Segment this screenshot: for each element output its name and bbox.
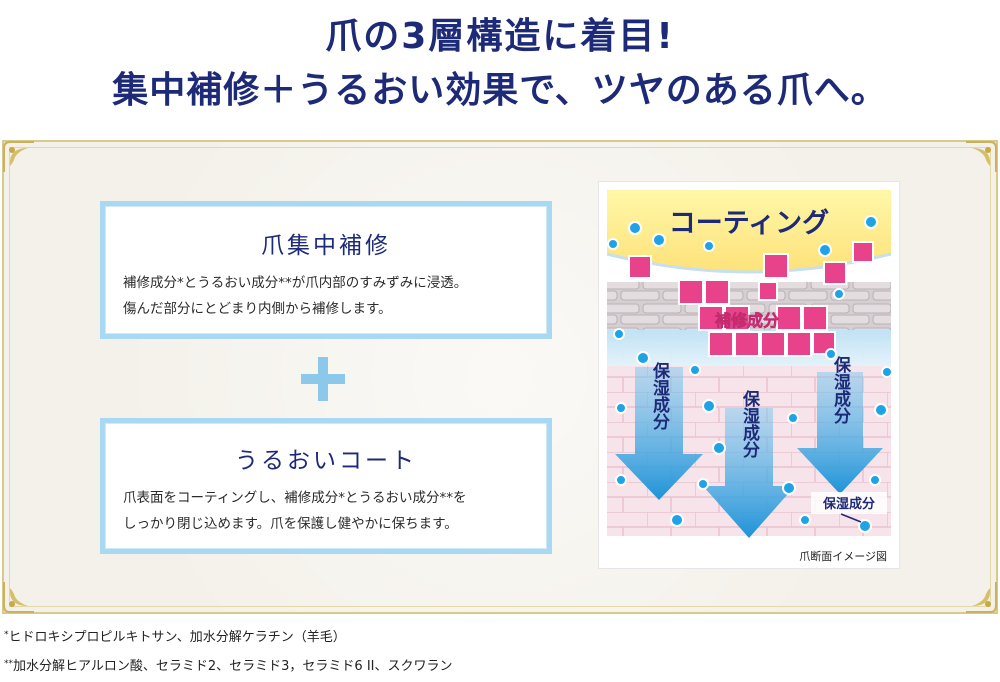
coat-card-body-line: しっかり閉じ込めます。爪を保護し健やかに保ちます。	[123, 516, 458, 532]
coating-label: コーティング	[669, 207, 829, 239]
headline-line-2: 集中補修＋うるおい効果で、ツヤのある爪へ。	[112, 70, 888, 111]
corner-ornament-icon	[964, 140, 998, 174]
footnote-mark: **	[4, 659, 13, 669]
repair-card: 爪集中補修 補修成分*とうるおい成分**が爪内部のすみずみに浸透。 傷んだ部分に…	[100, 201, 552, 339]
arrow-center	[703, 408, 795, 538]
repair-card-body-line: 傷んだ部分にとどまり内側から補修します。	[123, 301, 392, 317]
callout-label: 保湿成分	[822, 496, 875, 512]
arrow-left-label: 保湿成分	[649, 361, 671, 431]
corner-ornament-icon	[2, 580, 36, 614]
coat-card-body: 爪表面をコーティングし、補修成分*とうるおい成分**を しっかり閉じ込めます。爪…	[123, 485, 547, 537]
repair-card-body: 補修成分*とうるおい成分**が爪内部のすみずみに浸透。 傷んだ部分にとどまり内側…	[123, 270, 547, 322]
repair-label: 補修成分	[714, 311, 779, 330]
coat-card-body-line: 爪表面をコーティングし、補修成分*とうるおい成分**を	[123, 490, 467, 506]
corner-ornament-icon	[2, 140, 36, 174]
repair-particles	[628, 241, 874, 357]
arrow-right	[797, 372, 883, 494]
footnotes: *ヒドロキシプロピルキトサン、加水分解ケラチン（羊毛） **加水分解ヒアルロン酸…	[4, 622, 452, 680]
diagram-caption: 爪断面イメージ図	[799, 549, 887, 563]
nail-cross-section-diagram: コーティング 補修成分 保湿成分 保湿成分 保湿成分	[598, 181, 900, 569]
footnote-text: ヒドロキシプロピルキトサン、加水分解ケラチン（羊毛）	[8, 630, 346, 645]
footnote-text: 加水分解ヒアルロン酸、セラミド2、セラミド3，セラミド6 II、スクワラン	[13, 659, 453, 674]
plus-icon	[299, 355, 347, 403]
coat-card: うるおいコート 爪表面をコーティングし、補修成分*とうるおい成分**を しっかり…	[100, 418, 552, 554]
arrow-center-label: 保湿成分	[739, 389, 761, 459]
moisture-particles	[607, 215, 893, 533]
corner-ornament-icon	[964, 580, 998, 614]
arrow-left	[615, 367, 703, 500]
headline: 爪の3層構造に着目! 集中補修＋うるおい効果で、ツヤのある爪へ。	[0, 12, 1000, 116]
repair-card-title: 爪集中補修	[261, 233, 391, 259]
repair-card-body-line: 補修成分*とうるおい成分**が爪内部のすみずみに浸透。	[123, 275, 468, 291]
arrow-right-label: 保湿成分	[830, 355, 852, 425]
headline-line-1: 爪の3層構造に着目!	[325, 16, 675, 57]
footnote-2: **加水分解ヒアルロン酸、セラミド2、セラミド3，セラミド6 II、スクワラン	[4, 651, 452, 680]
coat-card-title: うるおいコート	[235, 448, 417, 474]
footnote-mark: *	[4, 630, 9, 640]
footnote-1: *ヒドロキシプロピルキトサン、加水分解ケラチン（羊毛）	[4, 622, 452, 651]
